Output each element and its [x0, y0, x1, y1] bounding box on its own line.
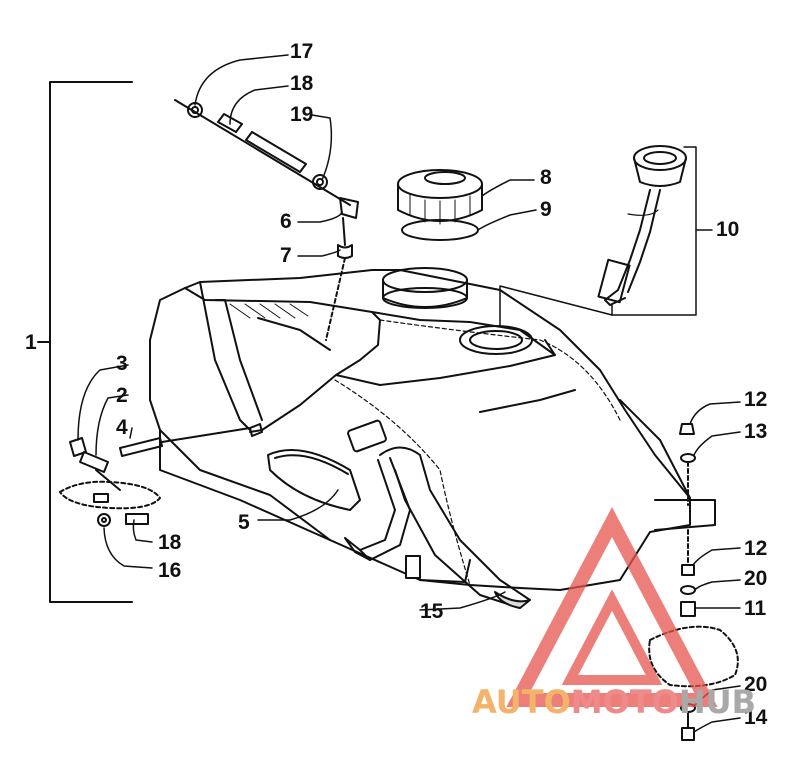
callout-19: 19: [290, 103, 314, 126]
callout-18-bottom: 18: [158, 531, 182, 554]
callout-2: 2: [116, 384, 128, 407]
callout-16: 16: [158, 559, 182, 582]
fuel-valve-assembly: [59, 423, 263, 527]
callout-3: 3: [116, 352, 128, 375]
callout-20-top: 20: [744, 567, 768, 590]
mounting-hardware: [648, 423, 739, 741]
callout-15: 15: [420, 600, 444, 623]
leader-lines: [77, 54, 741, 733]
callout-18-top: 18: [290, 72, 314, 95]
callout-6: 6: [280, 210, 292, 233]
callout-10: 10: [716, 218, 740, 241]
callout-12-top: 12: [744, 388, 768, 411]
fuel-line-upper: [174, 99, 359, 341]
callout-5: 5: [238, 511, 250, 534]
callout-11: 11: [744, 597, 767, 620]
assembly-bracket-1: [37, 81, 133, 603]
watermark-auto: AUTO: [472, 683, 571, 721]
callout-7: 7: [280, 244, 292, 267]
watermark-text: AUTOMOTOHUB: [472, 686, 756, 718]
callout-9: 9: [540, 198, 552, 221]
fuel-gauge: [597, 145, 687, 306]
callout-12-bottom: 12: [744, 537, 768, 560]
callout-17: 17: [290, 40, 314, 63]
callout-14: 14: [744, 706, 768, 729]
callout-20-bottom: 20: [744, 673, 768, 696]
callout-4: 4: [116, 416, 128, 439]
watermark-logo-triangle: [506, 507, 718, 707]
callout-13: 13: [744, 420, 768, 443]
callout-1: 1: [25, 331, 37, 354]
fuel-cap: [397, 169, 483, 225]
callout-8: 8: [540, 166, 552, 189]
watermark-hub: HUB: [678, 683, 757, 721]
watermark-moto: MOTO: [570, 683, 679, 721]
